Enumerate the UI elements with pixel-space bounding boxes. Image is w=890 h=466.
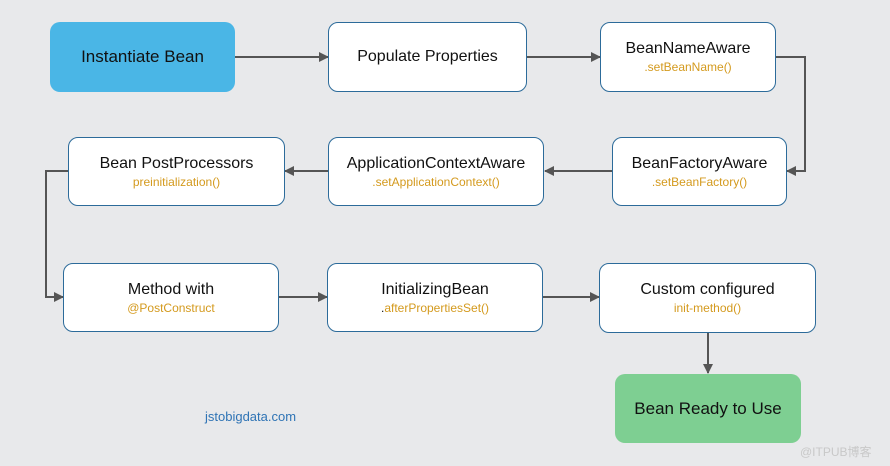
arrow-postprocessors-to-methodwith (45, 170, 68, 302)
node-initializing-bean: InitializingBean .afterPropertiesSet() (327, 263, 543, 332)
node-title: BeanNameAware (625, 40, 751, 57)
node-title: Instantiate Bean (81, 47, 204, 66)
node-method-dot: . (380, 300, 385, 315)
arrow-beannameaware-to-beanfactoryaware (776, 56, 806, 176)
node-application-context-aware: ApplicationContextAware .setApplicationC… (328, 137, 544, 206)
node-populate-properties: Populate Properties (328, 22, 527, 92)
node-method: preinitialization() (132, 174, 221, 189)
node-method: init-method() (673, 301, 742, 315)
node-title: Bean Ready to Use (634, 398, 782, 418)
node-method: .setApplicationContext() (372, 174, 500, 189)
node-method-line: .afterPropertiesSet() (381, 300, 489, 316)
node-method: .setBeanFactory() (651, 174, 748, 189)
watermark: @ITPUB博客 (800, 445, 872, 459)
node-instantiate-bean: Instantiate Bean (50, 22, 235, 92)
node-method-with-postconstruct: Method with @PostConstruct (63, 263, 279, 332)
node-title: InitializingBean (381, 280, 489, 298)
node-title: ApplicationContextAware (346, 154, 526, 172)
node-title: Populate Properties (357, 48, 498, 65)
node-custom-configured: Custom configured init-method() (599, 263, 816, 333)
node-title: BeanFactoryAware (631, 154, 768, 172)
node-title: Bean PostProcessors (99, 154, 254, 172)
node-method: .setBeanName() (644, 60, 732, 74)
node-method: afterPropertiesSet() (384, 300, 490, 315)
source-link[interactable]: jstobigdata.com (205, 409, 297, 424)
node-bean-ready: Bean Ready to Use (615, 374, 801, 443)
node-title: Custom configured (640, 281, 775, 298)
node-method: @PostConstruct (127, 300, 215, 315)
node-bean-name-aware: BeanNameAware .setBeanName() (600, 22, 776, 92)
node-bean-post-processors: Bean PostProcessors preinitialization() (68, 137, 285, 206)
node-bean-factory-aware: BeanFactoryAware .setBeanFactory() (612, 137, 787, 206)
node-title: Method with (127, 280, 215, 298)
